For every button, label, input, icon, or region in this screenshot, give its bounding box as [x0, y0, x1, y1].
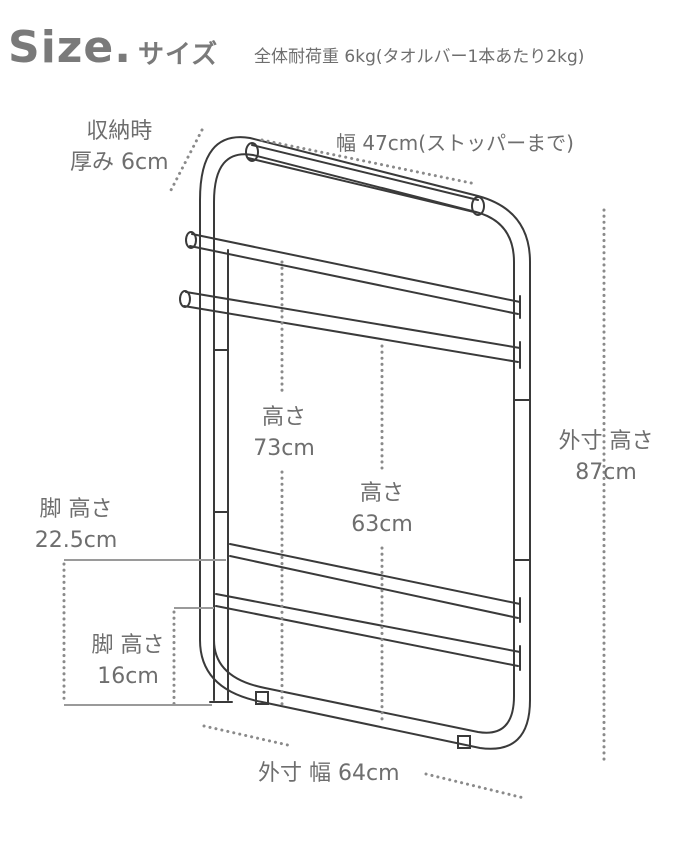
towel-bar-2-cap: [179, 290, 191, 308]
width-stopper-label: 幅 47cm(ストッパーまで): [336, 131, 574, 155]
towel-bar-2: [183, 291, 521, 363]
storage-thickness-line2: 厚み 6cm: [70, 150, 169, 175]
title-jp: サイズ: [138, 40, 219, 70]
bottom-stopper-left: [255, 691, 269, 705]
height-63-line2: 63cm: [351, 512, 413, 537]
towel-bar-1: [189, 233, 521, 315]
outer-width-label: 外寸 幅 64cm: [258, 761, 400, 786]
header: Size. サイズ 全体耐荷重 6kg(タオルバー1本あたり2kg): [0, 0, 700, 90]
leg-height-16-line1: 脚 高さ: [91, 633, 165, 658]
outer-width-dim-line-right: [424, 772, 526, 800]
height-73-line1: 高さ: [261, 405, 306, 430]
outer-height-line2: 87cm: [575, 460, 637, 485]
storage-thickness-line1: 収納時: [86, 119, 153, 144]
height-73-line2: 73cm: [253, 436, 315, 461]
width-47-dim-line: [260, 138, 478, 186]
height-73-label: 高さ 73cm: [244, 402, 324, 464]
leg-height-22-line2: 22.5cm: [34, 528, 118, 553]
outer-height-line1: 外寸 高さ: [558, 429, 654, 454]
load-capacity-note: 全体耐荷重 6kg(タオルバー1本あたり2kg): [254, 47, 585, 67]
rack-frame-outline: [199, 136, 531, 750]
outer-height-label: 外寸 高さ 87cm: [546, 426, 666, 488]
height-63-label: 高さ 63cm: [342, 478, 422, 540]
top-bar-right-cap: [471, 196, 485, 216]
towel-bar-3: [229, 543, 521, 619]
leg-height-22-line1: 脚 高さ: [39, 497, 113, 522]
bottom-stopper-right: [457, 735, 471, 749]
outer-width-dim-line-left: [202, 724, 294, 748]
top-bar: [247, 144, 479, 213]
top-bar-left-cap: [245, 142, 259, 162]
leg-height-16-label: 脚 高さ 16cm: [80, 630, 176, 692]
leg-height-16-line2: 16cm: [97, 664, 159, 689]
rack-frame-inner: [213, 153, 515, 734]
thickness-dim-line: [168, 128, 204, 194]
towel-bar-4: [215, 593, 521, 667]
height-63-line1: 高さ: [359, 481, 404, 506]
storage-thickness-label: 収納時 厚み 6cm: [70, 116, 169, 178]
towel-bar-1-cap: [185, 231, 197, 249]
title-en: Size.: [8, 22, 132, 73]
leg-height-22-label: 脚 高さ 22.5cm: [24, 494, 128, 556]
